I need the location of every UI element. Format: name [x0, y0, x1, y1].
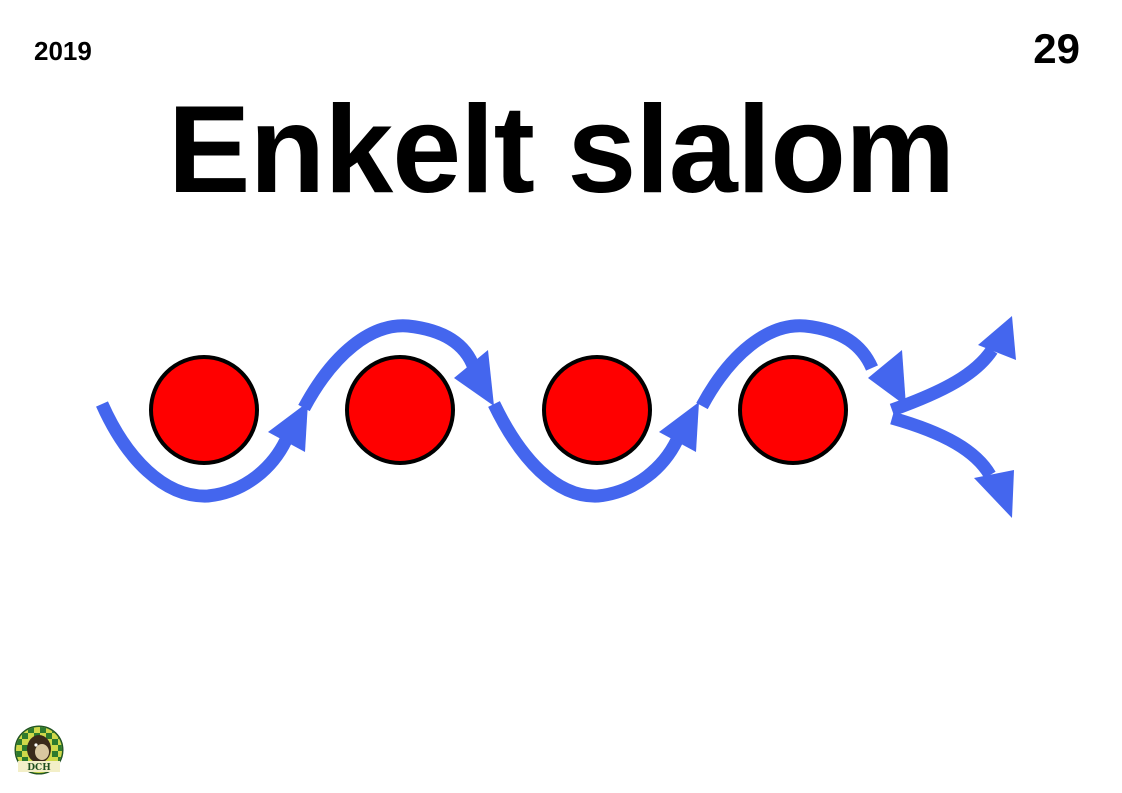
cone-3 — [542, 355, 652, 465]
logo-text: DCH — [27, 763, 51, 773]
arrowhead-2 — [454, 350, 494, 406]
cone-2 — [345, 355, 455, 465]
exit-branch-down — [890, 411, 996, 479]
exit-branch-up — [889, 346, 998, 417]
arrowhead-exit-down — [974, 470, 1014, 518]
year-label: 2019 — [34, 36, 92, 66]
card-number: 29 — [1033, 25, 1080, 72]
arrowhead-4 — [868, 350, 906, 406]
path-segment-3 — [488, 401, 683, 503]
arrowhead-1 — [268, 402, 308, 452]
exercise-title: Enkelt slalom — [167, 81, 955, 219]
cone-1 — [149, 355, 259, 465]
arrowhead-3 — [659, 402, 699, 452]
arrowheads — [268, 316, 1016, 518]
slalom-cones — [149, 355, 848, 465]
path-segment-2 — [298, 319, 481, 412]
handler-path — [96, 319, 998, 503]
dch-club-logo: DCH — [14, 725, 64, 775]
cone-4 — [738, 355, 848, 465]
path-segment-1 — [96, 401, 292, 503]
path-segment-4 — [696, 319, 878, 410]
arrowhead-exit-up — [978, 316, 1016, 360]
